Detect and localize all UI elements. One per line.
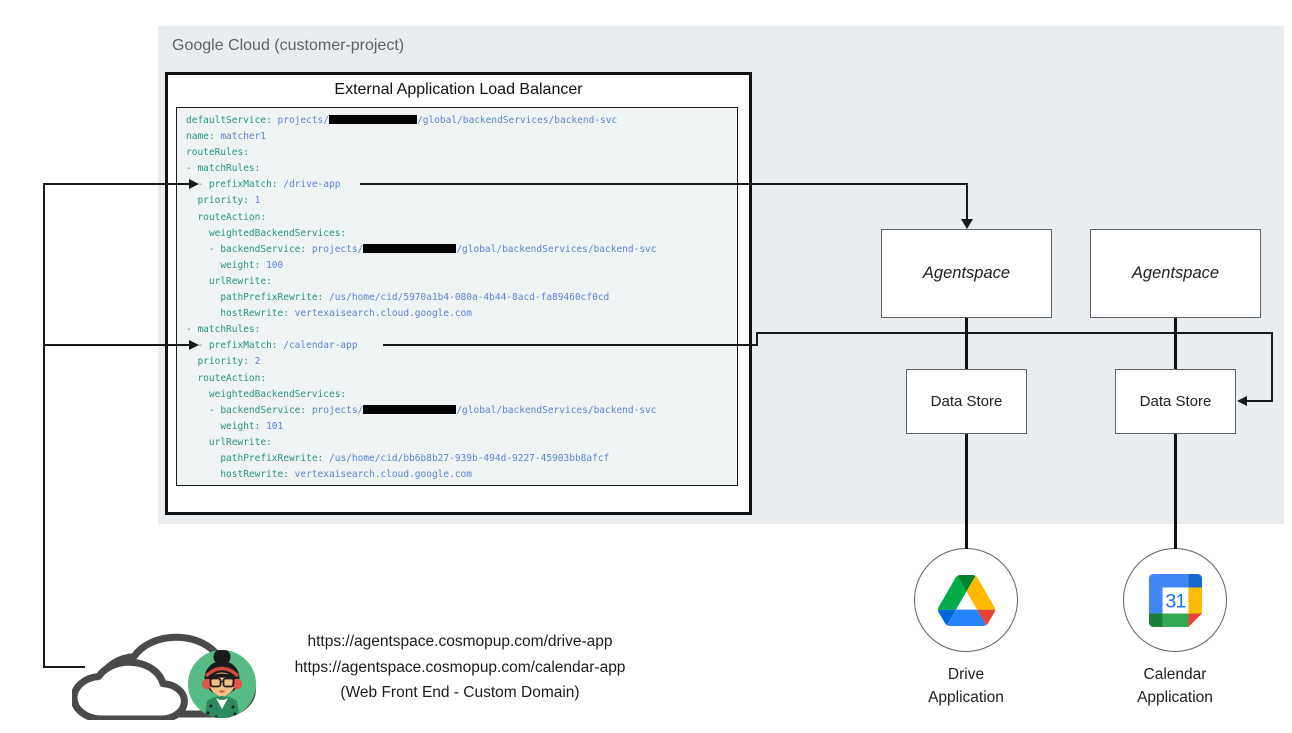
load-balancer-title: External Application Load Balancer xyxy=(334,81,583,98)
calendar-day-number: 31 xyxy=(1165,590,1185,612)
calendar-app-label-line1: Calendar xyxy=(1143,666,1207,683)
arrowhead-into-datastore-right xyxy=(1237,395,1247,406)
code-block: defaultService: projects//global/backend… xyxy=(176,107,738,486)
drive-app-label: Drive Application xyxy=(896,663,1036,709)
agentspace-left-label: Agentspace xyxy=(922,264,1011,282)
google-cloud-panel-label: Google Cloud (customer-project) xyxy=(172,37,405,54)
agentspace-left-box: Agentspace xyxy=(881,229,1052,318)
arrowhead-into-calendar-rule xyxy=(189,339,199,350)
frontend-url-block: https://agentspace.cosmopup.com/drive-ap… xyxy=(255,629,665,706)
arrowhead-into-agentspace-left xyxy=(961,219,973,229)
calendar-app-label-line2: Application xyxy=(1137,689,1213,706)
datastore-right-label: Data Store xyxy=(1139,393,1212,410)
agentspace-right-box: Agentspace xyxy=(1090,229,1261,318)
arrowhead-into-drive-rule xyxy=(189,178,199,189)
google-calendar-icon: 31 xyxy=(1148,573,1202,627)
connector-client-vertical xyxy=(43,183,45,668)
connector-drive-rule-vertical xyxy=(966,183,968,221)
drive-app-label-line1: Drive xyxy=(947,666,985,683)
connector-client-to-drive-rule xyxy=(43,183,190,185)
link-agentspace-left-datastore-left xyxy=(965,318,968,369)
link-datastore-right-calendar-app xyxy=(1174,434,1177,549)
datastore-right-box: Data Store xyxy=(1115,369,1236,434)
frontend-caption: (Web Front End - Custom Domain) xyxy=(340,684,580,701)
user-avatar-icon xyxy=(188,650,256,718)
connector-calendar-rule-horizontal-1 xyxy=(383,344,758,346)
frontend-url-drive: https://agentspace.cosmopup.com/drive-ap… xyxy=(307,633,613,650)
google-drive-icon xyxy=(937,574,995,626)
drive-app-circle xyxy=(914,548,1018,652)
connector-calendar-rule-horizontal-2 xyxy=(756,332,1273,334)
datastore-left-label: Data Store xyxy=(930,393,1003,410)
frontend-url-calendar: https://agentspace.cosmopup.com/calendar… xyxy=(294,658,626,676)
connector-calendar-rule-vertical xyxy=(1271,332,1273,402)
connector-calendar-rule-jog xyxy=(756,332,758,346)
link-agentspace-right-datastore-right xyxy=(1174,318,1177,369)
calendar-app-circle: 31 xyxy=(1123,548,1227,652)
connector-calendar-rule-horizontal-3 xyxy=(1246,400,1273,402)
link-datastore-left-drive-app xyxy=(965,434,968,549)
connector-client-to-calendar-rule xyxy=(43,344,190,346)
agentspace-right-label: Agentspace xyxy=(1131,264,1220,282)
datastore-left-box: Data Store xyxy=(906,369,1027,434)
calendar-app-label: Calendar Application xyxy=(1105,663,1245,709)
drive-app-label-line2: Application xyxy=(928,689,1004,706)
connector-client-to-cloud xyxy=(43,666,85,668)
connector-drive-rule-horizontal xyxy=(360,183,968,185)
